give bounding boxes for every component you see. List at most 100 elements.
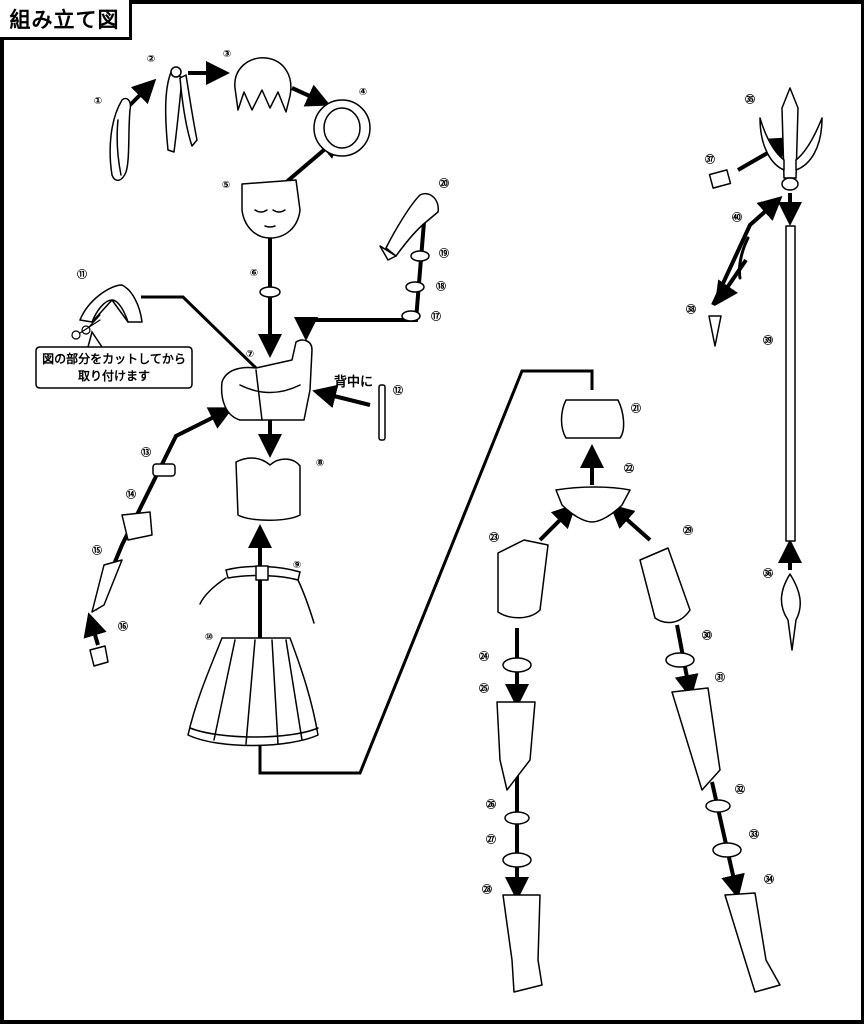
svg-text:㉕: ㉕ [479, 682, 489, 695]
part-33-ring [712, 842, 742, 858]
part-32-ring [705, 799, 731, 813]
callout-line-2: 取り付けます [78, 368, 150, 383]
arrow-arm-left-to-7 [93, 407, 234, 611]
part-27-ring [502, 852, 532, 868]
cut-instruction-callout: 図の部分をカットしてから 取り付けます [35, 330, 193, 389]
title-box: 組み立て図 [0, 0, 132, 40]
part-9-belt [199, 565, 315, 624]
part-number-label: ㉘ [482, 883, 492, 896]
part-14-upper-arm [121, 511, 153, 541]
part-15-forearm [91, 559, 123, 613]
part-number-label: ⑯ [118, 620, 128, 633]
svg-text:㉔: ㉔ [479, 650, 489, 663]
part-39-shaft [785, 225, 796, 542]
svg-text:⑱: ⑱ [436, 280, 446, 293]
svg-text:④: ④ [359, 87, 367, 98]
svg-text:⑯: ⑯ [118, 620, 128, 633]
part-number-label: ㉗ [486, 833, 496, 846]
part-35-trident-head [759, 87, 823, 191]
part-5-face [241, 179, 301, 239]
svg-text:⑪: ⑪ [77, 268, 87, 281]
part-number-label: ⑪ [77, 268, 87, 281]
svg-text:②: ② [147, 54, 155, 65]
part-number-label: ㊳ [686, 303, 696, 316]
part-2-hair-strands [164, 66, 198, 153]
part-number-label: ⑮ [92, 544, 102, 557]
part-21-waist [560, 399, 625, 439]
svg-text:㉛: ㉛ [715, 671, 725, 684]
arrow-40-to-35 [711, 196, 783, 306]
part-26-ring [504, 811, 530, 825]
svg-text:㊲: ㊲ [705, 153, 715, 166]
part-number-label: ㊴ [763, 334, 773, 347]
line-10-to-21 [258, 369, 594, 775]
svg-text:①: ① [94, 96, 102, 107]
part-number-label: ㉚ [702, 629, 712, 642]
part-number-label: ㉝ [749, 828, 759, 841]
arrow-37-to-35 [737, 137, 796, 172]
part-28-left-boot [502, 894, 543, 993]
part-number-label: ⑱ [436, 280, 446, 293]
part-number-label: ㉓ [489, 531, 499, 544]
part-18-ring [405, 281, 425, 293]
part-4-head-back [313, 99, 371, 157]
part-36-spear-tip [780, 573, 802, 651]
part-number-label: ㉜ [735, 783, 745, 796]
svg-text:③: ③ [223, 49, 231, 60]
arrow-23-to-22 [538, 503, 577, 542]
svg-text:⑤: ⑤ [222, 180, 230, 191]
line-11-to-7 [141, 295, 260, 372]
svg-text:⑰: ⑰ [431, 310, 441, 323]
callout-line-1: 図の部分をカットしてから [42, 351, 186, 366]
part-23-left-thigh [497, 539, 549, 619]
svg-text:㉜: ㉜ [735, 783, 745, 796]
part-16-hand [89, 645, 109, 667]
part-number-label: ㊱ [763, 567, 773, 580]
arrow-29-to-22 [609, 504, 652, 542]
svg-text:⑦: ⑦ [246, 349, 254, 360]
svg-text:㉓: ㉓ [489, 531, 499, 544]
part-12-back-rod [378, 384, 386, 441]
part-number-label: ⑥ [250, 268, 258, 279]
arrow-arm-right-to-7 [294, 221, 426, 341]
svg-text:㉚: ㉚ [702, 629, 712, 642]
part-number-label: ⑨ [293, 560, 301, 571]
part-37-block [708, 169, 732, 189]
svg-text:⑲: ⑲ [439, 247, 449, 260]
part-17-ring [401, 310, 421, 322]
part-8-chest [235, 457, 301, 521]
part-number-label: ⑰ [431, 310, 441, 323]
part-number-label: ㉕ [479, 682, 489, 695]
svg-text:⑧: ⑧ [316, 458, 324, 469]
part-25-left-shin [496, 701, 536, 791]
back-label: 背中に [334, 374, 373, 390]
part-number-label: ⑧ [316, 458, 324, 469]
arrow-31-to-34 [710, 781, 745, 899]
part-number-label: ⑳ [439, 177, 449, 190]
svg-text:⑳: ⑳ [439, 177, 449, 190]
svg-text:㉒: ㉒ [624, 462, 634, 475]
svg-text:⑫: ⑫ [393, 384, 403, 397]
part-number-label: ㊲ [705, 153, 715, 166]
svg-text:㊱: ㊱ [763, 567, 773, 580]
svg-text:㊵: ㊵ [732, 211, 742, 224]
svg-text:㊳: ㊳ [686, 303, 696, 316]
part-40-cord [738, 236, 750, 280]
svg-text:㉞: ㉞ [764, 873, 774, 886]
part-11-headpiece [79, 284, 143, 323]
svg-text:⑭: ⑭ [126, 488, 136, 501]
part-38-tip [708, 315, 722, 347]
part-29-right-thigh [639, 547, 691, 624]
arrow-12-to-7 [312, 384, 371, 409]
svg-text:⑩: ⑩ [205, 632, 213, 643]
arrow-1-to-2 [128, 78, 157, 107]
scissors-icon [71, 314, 101, 340]
part-number-label: ㉒ [624, 462, 634, 475]
part-7-torso [220, 339, 313, 421]
svg-text:㊴: ㊴ [763, 334, 773, 347]
part-number-label: ③ [223, 49, 231, 60]
part-number-label: ⑲ [439, 247, 449, 260]
part-number-label: ㉟ [745, 93, 755, 106]
part-number-label: ㉖ [486, 798, 496, 811]
